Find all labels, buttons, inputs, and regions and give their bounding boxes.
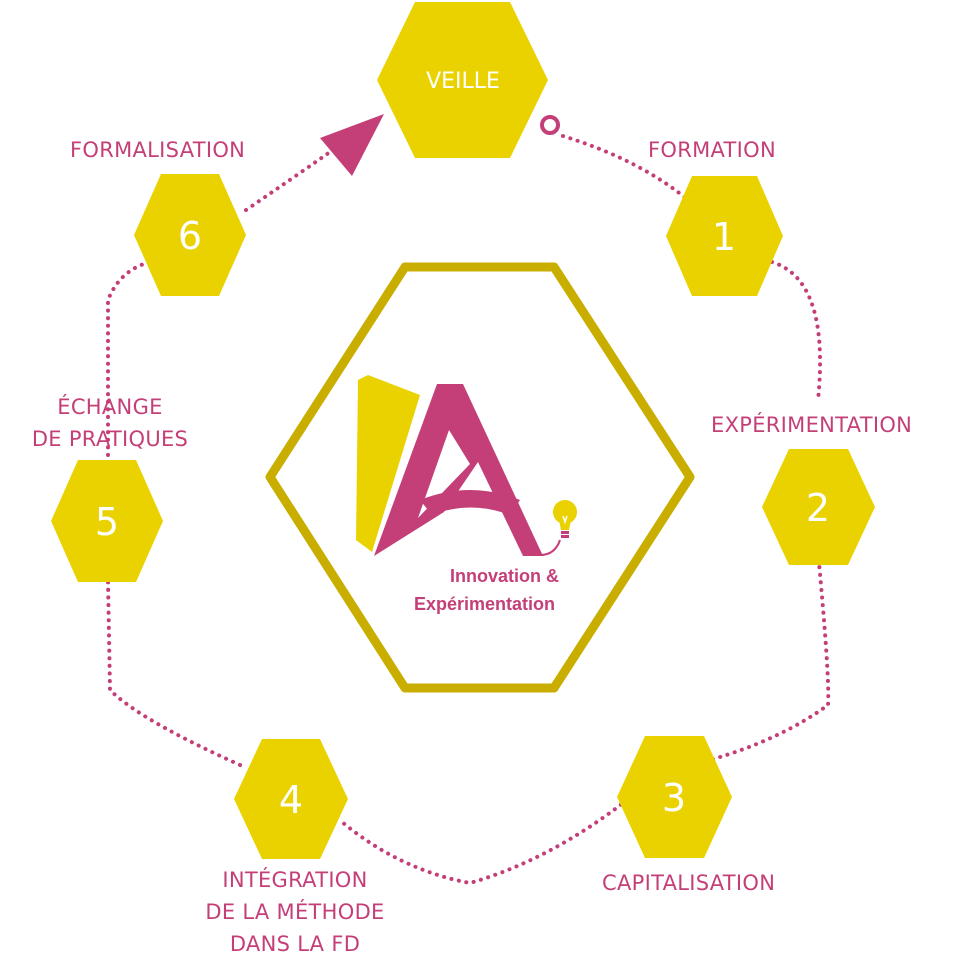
hex-step-6: 6 [134,174,246,296]
cycle-start-marker [540,115,560,135]
connector-2-to-3 [708,550,831,762]
step-3-label: CAPITALISATION [602,871,776,895]
logo-yellow-panel [356,375,420,552]
logo-tagline-line2: Expérimentation [414,594,555,614]
step-1-number: 1 [712,215,736,259]
hex-step-1: 1 [666,176,783,296]
cycle-arrow-icon [320,114,384,176]
logo-letter-a-crossbar [420,490,520,515]
step-3-number: 3 [662,776,686,820]
step-5-label: ÉCHANGE DE PRATIQUES [0,391,220,455]
connector-5-to-6 [106,260,152,457]
step-4-label: INTÉGRATION DE LA MÉTHODE DANS LA FD [170,864,420,960]
logo-letter-a-inner [418,430,470,518]
step-2-number: 2 [806,486,830,530]
step-4-label-line2: DE LA MÉTHODE [205,900,385,924]
step-2-label: EXPÉRIMENTATION [711,413,913,437]
hex-veille: VEILLE [377,2,548,158]
hex-step-4: 4 [234,739,348,859]
center-hexagon [265,262,695,693]
step-1-label: FORMATION [648,138,777,162]
cycle-connectors [106,134,831,886]
hex-step-3: 3 [617,736,732,858]
veille-label: VEILLE [426,69,500,94]
hex-step-2: 2 [762,449,875,565]
hex-step-5: 5 [51,460,163,582]
step-5-number: 5 [95,500,119,544]
innovation-logo: Innovation & Expérimentation [356,375,577,614]
connector-6-to-veille [244,150,332,212]
step-6-number: 6 [178,214,202,258]
connector-3-to-4 [340,798,629,886]
step-4-number: 4 [279,778,303,822]
step-4-label-line1: INTÉGRATION [222,868,368,892]
connector-4-to-5 [106,578,242,767]
step-5-label-line2: DE PRATIQUES [31,427,189,451]
lightbulb-icon [553,500,577,538]
connector-1-to-2 [770,260,822,402]
logo-tagline-line1: Innovation & [450,566,559,586]
logo-wire [539,539,561,556]
step-5-label-line1: ÉCHANGE [57,395,163,419]
step-6-label: FORMALISATION [70,138,246,162]
step-4-label-line3: DANS LA FD [229,932,361,956]
connector-veille-to-1 [561,134,690,202]
